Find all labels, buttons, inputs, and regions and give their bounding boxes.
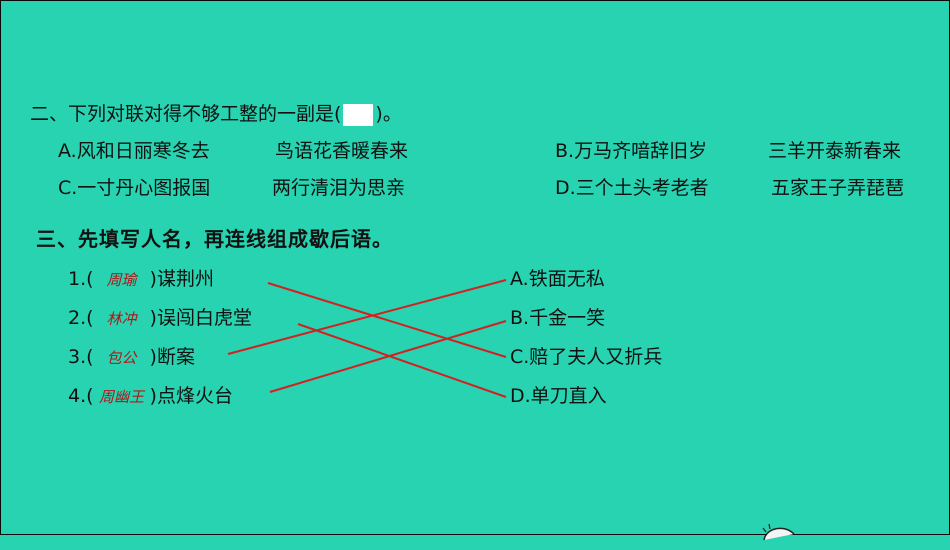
left-item-4-text: 点烽火台: [156, 385, 233, 407]
left-item-2-answer[interactable]: 林冲: [106, 310, 137, 328]
question-2-title: 二、下列对联对得不够工整的一副是( )。: [30, 102, 402, 126]
answer-box[interactable]: [343, 103, 374, 126]
option-c-left: C.一寸丹心图报国: [58, 177, 211, 199]
option-b-right: 三羊开泰新春来: [768, 140, 902, 162]
left-item-3-answer[interactable]: 包公: [106, 349, 137, 367]
match-line-3-a: [227, 279, 507, 355]
question-2-title-prefix: 二、下列对联对得不够工整的一副是(: [30, 103, 342, 125]
right-item-a: A.铁面无私: [510, 268, 605, 290]
left-item-3-text: 断案: [156, 346, 195, 368]
option-c-right: 两行清泪为思亲: [272, 177, 406, 199]
cartoon-decoration-icon: [762, 523, 795, 541]
left-item-3-close: ): [149, 346, 157, 368]
left-item-1-text: 谋荆州: [156, 268, 214, 290]
left-item-3: 3.( 包公)断案: [68, 345, 195, 370]
left-item-3-number: 3.(: [68, 346, 94, 368]
option-d-right: 五家王子弄琵琶: [771, 177, 905, 199]
right-item-c: C.赔了夫人又折兵: [510, 346, 663, 368]
left-item-1: 1.( 周瑜)谋荆州: [68, 267, 214, 292]
right-item-d: D.单刀直入: [510, 385, 607, 407]
left-item-4: 4.( 周幽王)点烽火台: [68, 384, 233, 409]
match-line-1-c: [267, 282, 507, 358]
option-d-left: D.三个土头考老者: [555, 177, 709, 199]
match-line-4-b: [269, 320, 507, 393]
left-item-4-number: 4.(: [68, 385, 94, 407]
question-3-title: 三、先填写人名，再连线组成歇后语。: [36, 227, 393, 251]
left-item-4-answer[interactable]: 周幽王: [99, 388, 145, 406]
left-item-1-answer[interactable]: 周瑜: [106, 271, 137, 289]
left-item-1-number: 1.(: [68, 268, 94, 290]
matching-lines: [227, 279, 507, 398]
match-line-2-d: [297, 323, 507, 398]
right-item-b: B.千金一笑: [510, 307, 606, 329]
left-item-2: 2.( 林冲)误闯白虎堂: [68, 306, 252, 331]
option-a-left: A.风和日丽寒冬去: [58, 140, 210, 162]
option-a-right: 鸟语花香暖春来: [275, 140, 409, 162]
left-item-2-text: 误闯白虎堂: [156, 307, 252, 329]
question-2-title-suffix: )。: [375, 103, 402, 125]
left-item-2-close: ): [149, 307, 157, 329]
left-item-2-number: 2.(: [68, 307, 94, 329]
left-item-1-close: ): [149, 268, 157, 290]
option-b-left: B.万马齐喑辞旧岁: [555, 140, 708, 162]
left-item-4-close: ): [149, 385, 157, 407]
